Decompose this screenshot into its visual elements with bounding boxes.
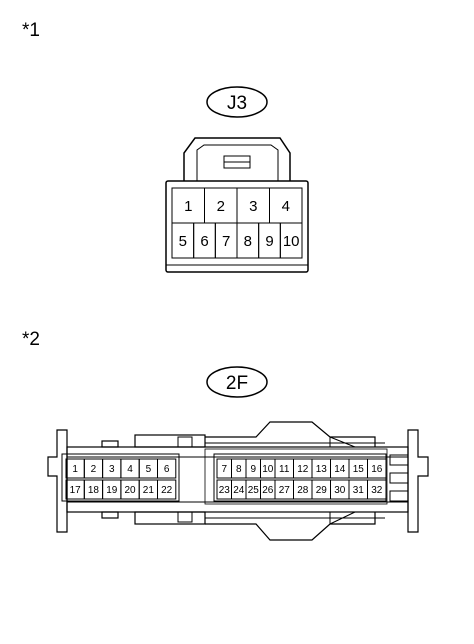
pin-number: 32 bbox=[371, 485, 383, 496]
pin-number: 17 bbox=[70, 485, 82, 496]
pin-number: 7 bbox=[221, 464, 227, 475]
2f-label: 2F bbox=[226, 373, 248, 394]
pin-number: 5 bbox=[179, 233, 187, 250]
section1-marker: *1 bbox=[22, 20, 40, 41]
pin-number: 22 bbox=[161, 485, 173, 496]
pin-number: 27 bbox=[279, 485, 291, 496]
pin-number: 25 bbox=[248, 485, 260, 496]
pin-number: 28 bbox=[297, 485, 309, 496]
pin-number: 15 bbox=[353, 464, 365, 475]
pin-number: 29 bbox=[316, 485, 328, 496]
pin-number: 11 bbox=[279, 464, 290, 475]
pin-number: 5 bbox=[146, 464, 152, 475]
section2-marker: *2 bbox=[22, 329, 40, 350]
pin-number: 19 bbox=[106, 485, 118, 496]
pin-number: 4 bbox=[282, 198, 290, 215]
pin-cell bbox=[367, 458, 387, 479]
pin-number: 30 bbox=[334, 485, 346, 496]
pin-number: 10 bbox=[283, 233, 300, 250]
pin-number: 2 bbox=[91, 464, 97, 475]
pin-number: 9 bbox=[265, 233, 273, 250]
pin-number: 20 bbox=[124, 485, 136, 496]
pin-number: 3 bbox=[109, 464, 115, 475]
pin-number: 2 bbox=[217, 198, 225, 215]
pin-number: 4 bbox=[127, 464, 133, 475]
pin-number: 10 bbox=[262, 464, 274, 475]
pin-number: 26 bbox=[262, 485, 274, 496]
pin-cell bbox=[157, 479, 177, 500]
pin-number: 8 bbox=[236, 464, 242, 475]
pin-number: 6 bbox=[164, 464, 170, 475]
pin-number: 24 bbox=[233, 485, 245, 496]
pin-cell bbox=[157, 458, 177, 479]
2f-left-pin-grid: 1 2 3 4 5 6 17 18 19 20 21 22 bbox=[65, 458, 177, 500]
pin-number: 16 bbox=[371, 464, 383, 475]
2f-label-bubble: 2F bbox=[206, 366, 268, 398]
j3-label: J3 bbox=[227, 93, 247, 114]
pin-number: 1 bbox=[184, 198, 192, 215]
pin-number: 9 bbox=[250, 464, 256, 475]
pin-number: 13 bbox=[316, 464, 328, 475]
pin-number: 1 bbox=[72, 464, 78, 475]
pin-number: 18 bbox=[88, 485, 100, 496]
pin-number: 14 bbox=[334, 464, 346, 475]
pin-cell bbox=[279, 222, 303, 259]
pin-number: 21 bbox=[143, 485, 155, 496]
pin-number: 7 bbox=[222, 233, 230, 250]
pin-number: 12 bbox=[297, 464, 309, 475]
pin-number: 3 bbox=[249, 198, 257, 215]
pin-number: 8 bbox=[244, 233, 252, 250]
pin-cell bbox=[367, 479, 387, 500]
j3-label-bubble: J3 bbox=[206, 86, 268, 118]
pin-number: 6 bbox=[200, 233, 208, 250]
pin-number: 23 bbox=[219, 485, 231, 496]
pin-number: 31 bbox=[353, 485, 365, 496]
